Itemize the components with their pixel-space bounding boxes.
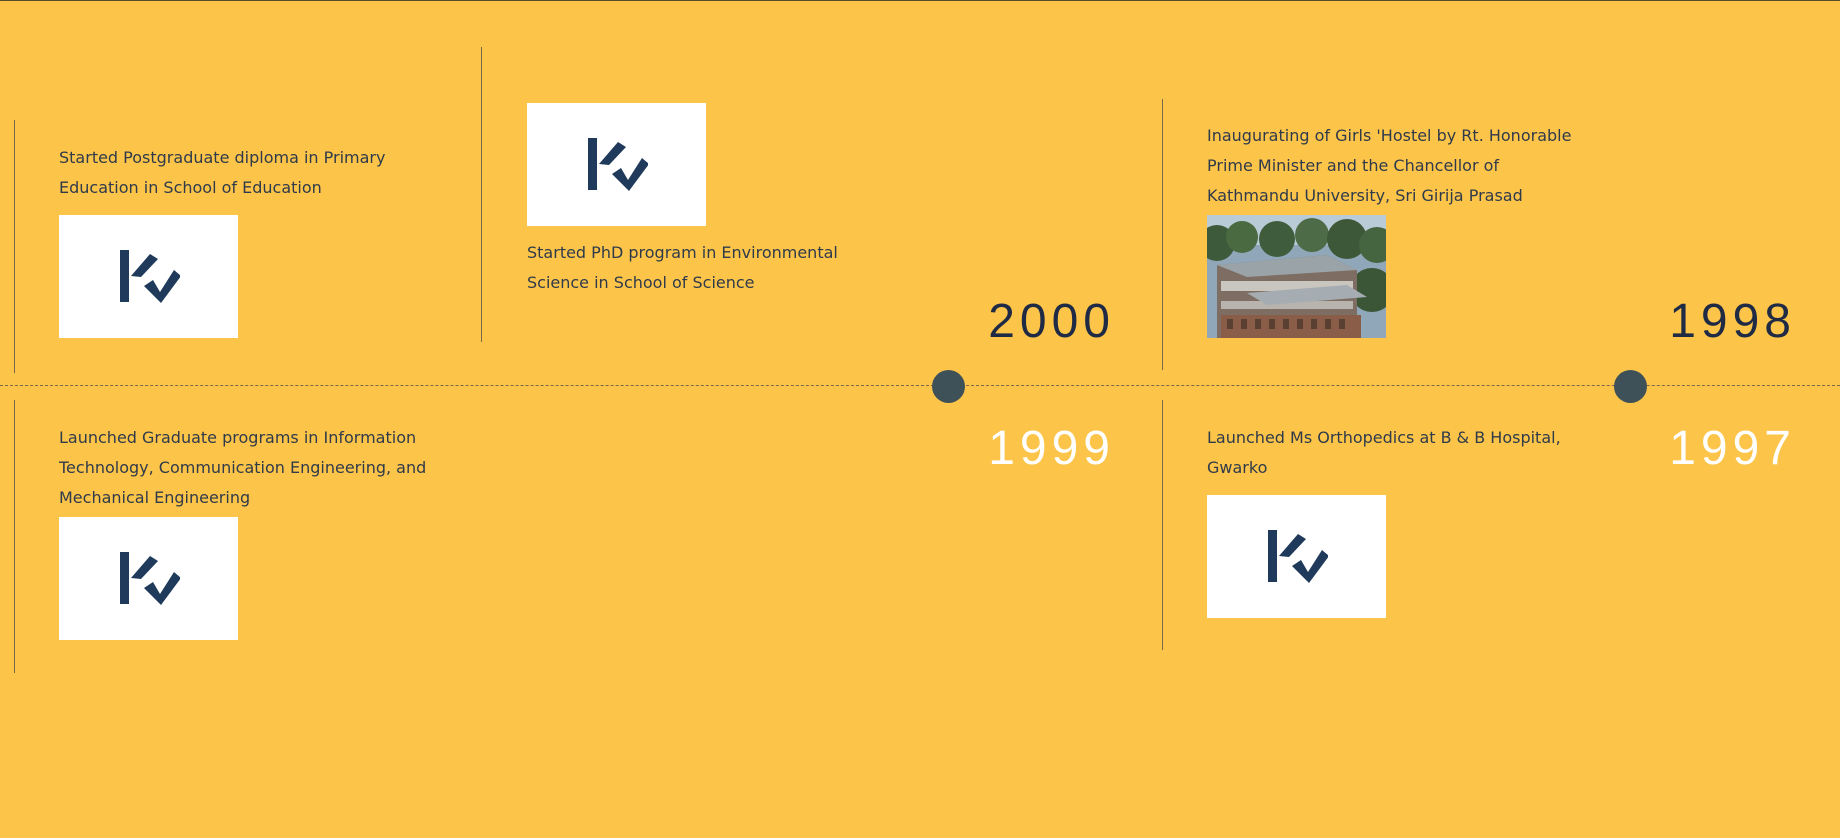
year-label: 2000 (988, 295, 1115, 348)
event-logo-image (527, 103, 706, 226)
timeline-connector (14, 400, 15, 673)
timeline-dot (932, 370, 965, 403)
event-description: Launched Ms Orthopedics at B & B Hospita… (1207, 428, 1561, 477)
timeline-connector (1162, 400, 1163, 650)
year-label: 1999 (988, 422, 1115, 475)
k-logo-icon (587, 137, 648, 191)
timeline-dot (1614, 370, 1647, 403)
event-description: Inaugurating of Girls 'Hostel by Rt. Hon… (1207, 126, 1572, 205)
timeline-connector (14, 120, 15, 373)
event-logo-image (1207, 495, 1386, 618)
event-description: Started PhD program in Environmental Sci… (527, 243, 838, 292)
timeline-connector (1162, 99, 1163, 370)
year-label: 1997 (1669, 422, 1796, 475)
year-label: 1998 (1669, 295, 1796, 348)
k-logo-icon (119, 551, 180, 605)
event-description: Started Postgraduate diploma in Primary … (59, 148, 386, 197)
event-logo-image (59, 517, 238, 640)
timeline-axis (0, 385, 1840, 386)
k-logo-icon (119, 249, 180, 303)
event-logo-image (59, 215, 238, 338)
event-description: Launched Graduate programs in Informatio… (59, 428, 427, 507)
hostel-building-photo (1207, 215, 1386, 338)
top-border (0, 0, 1840, 1)
timeline-connector (481, 47, 482, 342)
k-logo-icon (1267, 529, 1328, 583)
